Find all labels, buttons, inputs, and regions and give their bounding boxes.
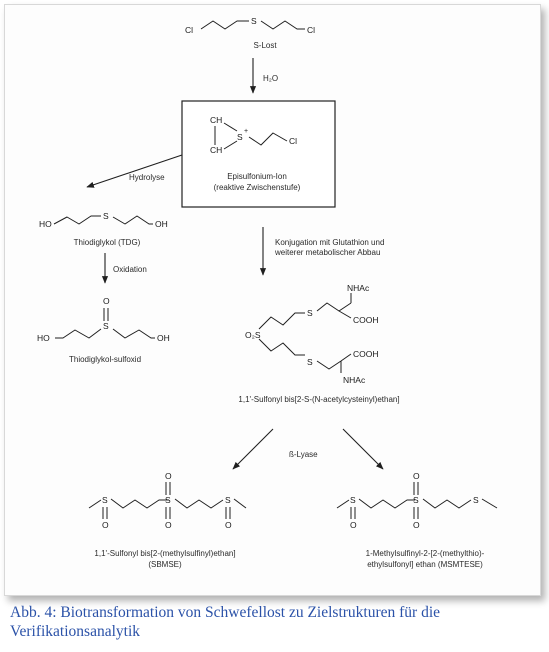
conjugate-cooh-bottom: COOH [353,349,379,359]
label-hydrolyse: Hydrolyse [129,173,165,182]
label-konjugation-1: Konjugation mit Glutathion und [275,238,384,247]
arrow-hydrolyse [86,154,183,188]
sbmse-o3: O [225,520,232,530]
sbmse-s1: S [102,495,108,505]
sbmse-o1: O [102,520,109,530]
conjugate-label: 1,1'-Sulfonyl bis[2-S-(N-acetylcysteinyl… [238,395,399,404]
reaction-scheme: Cl S Cl S-Lost H₂O CH CH S + Cl Episulfo… [37,16,498,569]
episulfonium-note: (reaktive Zwischenstufe) [214,183,301,192]
label-h2o: H₂O [263,74,278,83]
figure-caption: Abb. 4: Biotransformation von Schwefello… [10,603,540,641]
msmtese-name-1: 1-Methylsulfinyl-2-[2-(methylthio)- [366,549,485,558]
caption-line-1: Abb. 4: Biotransformation von Schwefello… [10,604,441,621]
label-konjugation-2: weiterer metabolischer Abbau [274,248,380,257]
tdg-sulfoxide-label: Thiodiglykol-sulfoxid [69,355,141,364]
episulfonium-name: Episulfonium-Ion [227,172,287,181]
tdg-ho: HO [39,219,52,229]
sbmse-structure: S O O S O S O 1,1'-Sulfonyl bis[2-(methy… [88,471,247,569]
sbmse-s2: S [165,495,171,505]
tdg-sulfoxide-o: O [103,296,110,306]
episulfonium-charge: + [244,128,248,135]
episulfonium-ch-bottom: CH [210,145,222,155]
episulfonium-s: S [237,132,243,142]
figure-frame: Cl S Cl S-Lost H₂O CH CH S + Cl Episulfo… [4,4,541,596]
episulfonium-box: CH CH S + Cl Episulfonium-Ion (reaktive … [181,100,336,208]
msmtese-o2-top: O [413,471,420,481]
arrow-b-lyase-left [232,428,274,470]
msmtese-s1: S [350,495,356,505]
conjugate-cooh-top: COOH [353,315,379,325]
s-lost-structure: Cl S Cl S-Lost [185,16,315,50]
conjugate-nhac-top: NHAc [347,283,370,293]
tdg-oh: OH [155,219,168,229]
arrow-b-lyase-right [342,428,384,470]
tdg-sulfoxide-s: S [103,321,109,331]
s-lost-cl-left: Cl [185,25,193,35]
sbmse-name: 1,1'-Sulfonyl bis[2-(methylsulfinyl)etha… [94,549,235,558]
episulfonium-cl: Cl [289,136,297,146]
tdg-s: S [103,211,109,221]
caption-line-2: Verifikationsanalytik [10,623,140,640]
msmtese-o2-bottom: O [413,520,420,530]
tdg-sulfoxide-oh: OH [157,333,170,343]
sbmse-s3: S [225,495,231,505]
tdg-structure: HO S OH Thiodiglykol (TDG) [39,211,168,247]
msmtese-s2: S [413,495,419,505]
label-oxidation: Oxidation [113,265,147,274]
msmtese-o1: O [350,520,357,530]
tdg-label: Thiodiglykol (TDG) [74,238,141,247]
s-lost-s: S [251,16,257,26]
sbmse-abbrev: (SBMSE) [148,560,182,569]
episulfonium-ch-top: CH [210,115,222,125]
s-lost-cl-right: Cl [307,25,315,35]
conjugate-nhac-bottom: NHAc [343,375,366,385]
s-lost-label: S-Lost [253,41,277,50]
conjugate-o2s: O₂S [245,330,261,340]
sbmse-o2-bottom: O [165,520,172,530]
label-b-lyase: ß-Lyase [289,450,318,459]
msmtese-s3: S [473,495,479,505]
msmtese-structure: S O O S O S 1-Methylsulfinyl-2-[2-(methy… [336,471,498,569]
sbmse-o2-top: O [165,471,172,481]
conjugate-structure: O₂S S NHAc COOH S COOH NHAc 1,1'-Sulfony… [238,283,399,404]
tdg-sulfoxide-structure: O S HO OH Thiodiglykol-sulfoxid [37,296,170,364]
tdg-sulfoxide-ho: HO [37,333,50,343]
msmtese-name-2: ethylsulfonyl] ethan (MSMTESE) [367,560,483,569]
conjugate-s-bottom: S [307,357,313,367]
conjugate-s-top: S [307,308,313,318]
